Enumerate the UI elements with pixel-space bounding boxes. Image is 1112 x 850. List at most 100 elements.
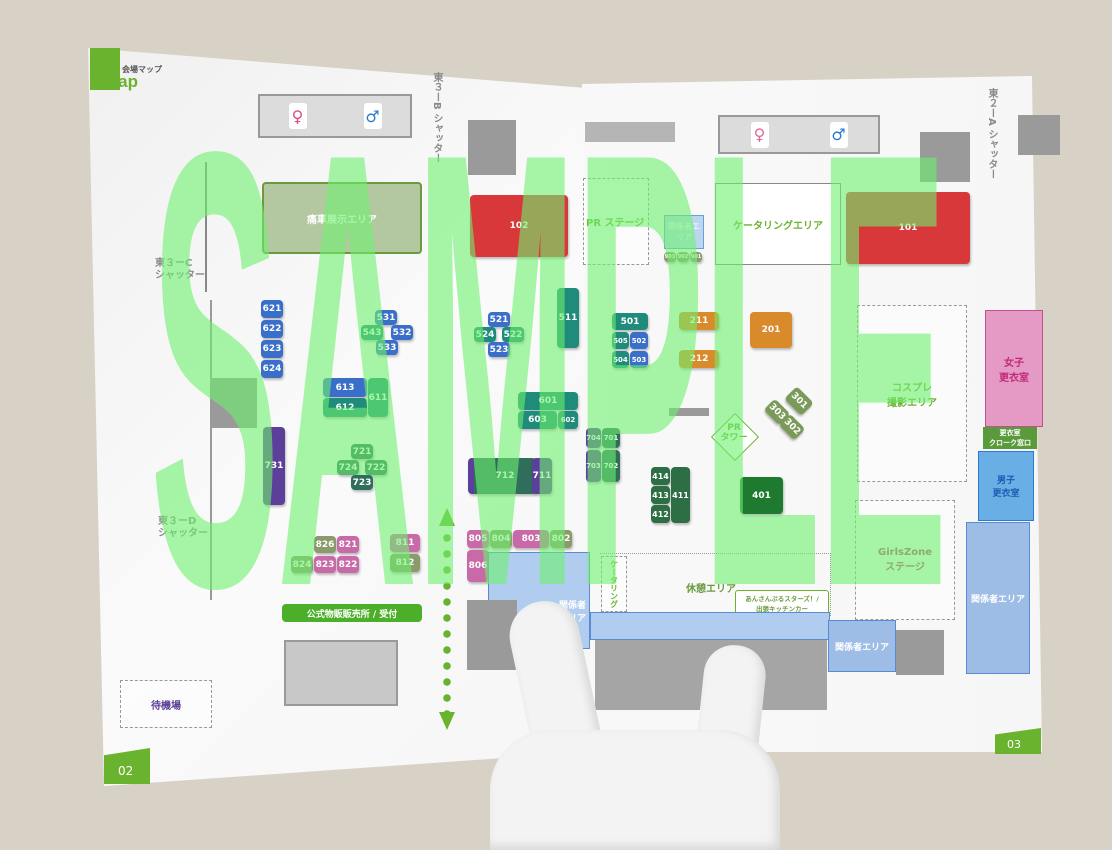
booth-901[interactable]: 901: [690, 252, 702, 262]
girls-locker-label-1: 女子: [1004, 357, 1024, 369]
itasha-area-label: 痛車展示エリア: [307, 214, 377, 226]
pr-stage: PR ステージ: [583, 178, 649, 265]
booth-411[interactable]: 411: [671, 467, 690, 523]
map-title: Map: [104, 72, 138, 91]
booth-822[interactable]: 822: [337, 556, 359, 573]
booth-812[interactable]: 812: [390, 554, 420, 572]
kitchen-car: あんさんぶるスターズ！/出張キッチンカー: [735, 590, 829, 616]
booth-532[interactable]: 532: [391, 325, 413, 340]
booth-711[interactable]: 711: [532, 458, 552, 494]
booth-821[interactable]: 821: [337, 536, 359, 553]
female-restroom-icon: ♀: [288, 103, 307, 129]
booth-212[interactable]: 212: [679, 350, 719, 368]
booth-712[interactable]: 712: [468, 458, 536, 494]
staff-area-bottom-label: 関係者エリア: [834, 642, 889, 653]
booth-612[interactable]: 612: [323, 398, 367, 417]
boys-locker-room: 男子更衣室: [978, 451, 1034, 521]
booth-704[interactable]: 704: [586, 428, 601, 448]
booth-703[interactable]: 703: [586, 450, 601, 482]
cloak-label-2: クローク窓口: [989, 439, 1031, 447]
staff-area-small-label: 関係者エリア: [668, 222, 700, 242]
gray-block-bottom: [284, 640, 398, 706]
booth-903[interactable]: 903: [664, 252, 676, 262]
booth-611[interactable]: 611: [368, 378, 388, 417]
booth-533[interactable]: 533: [376, 340, 398, 355]
restroom-left: ♀♂: [258, 94, 412, 138]
booth-601[interactable]: 601: [518, 392, 578, 410]
booth-721[interactable]: 721: [351, 444, 373, 459]
pr-stage-label: PR ステージ: [586, 218, 645, 229]
booth-603[interactable]: 603: [518, 411, 557, 429]
cosplay-area-label-1: コスプレ: [892, 382, 932, 394]
booth-723[interactable]: 723: [351, 475, 373, 490]
kitchen-car-label-1: あんさんぶるスターズ！/: [745, 595, 819, 603]
booth-826[interactable]: 826: [314, 536, 336, 553]
booth-505[interactable]: 505: [612, 332, 629, 349]
female-restroom-icon: ♀: [750, 121, 769, 148]
booth-623[interactable]: 623: [261, 340, 283, 358]
gray-block: [896, 630, 944, 675]
pr-tower-label-2: タワー: [720, 432, 748, 443]
merch-counter: 公式物販販売所 / 受付: [282, 604, 422, 622]
rest-area-label: 休憩エリア: [686, 584, 736, 595]
rest-area: [600, 553, 831, 616]
booth-102[interactable]: 102: [470, 195, 568, 257]
booth-101[interactable]: 101: [846, 192, 970, 264]
booth-804[interactable]: 804: [490, 530, 512, 548]
booth-803[interactable]: 803: [513, 530, 549, 548]
booth-621[interactable]: 621: [261, 300, 283, 318]
booth-521[interactable]: 521: [488, 312, 510, 327]
booth-622[interactable]: 622: [261, 320, 283, 338]
booth-523[interactable]: 523: [488, 342, 510, 357]
booth-902[interactable]: 902: [677, 252, 689, 262]
booth-531[interactable]: 531: [375, 310, 397, 325]
shutter-e3b: 東３ーB シャッター: [431, 72, 442, 164]
booth-511[interactable]: 511: [557, 288, 579, 348]
booth-824[interactable]: 824: [291, 556, 313, 573]
booth-802[interactable]: 802: [550, 530, 572, 548]
booth-401[interactable]: 401: [740, 477, 783, 514]
wall: [205, 162, 207, 292]
booth-613[interactable]: 613: [323, 378, 367, 397]
catering-area-label: ケータリングエリア: [733, 220, 823, 232]
gray-block: [212, 378, 257, 428]
booth-414[interactable]: 414: [651, 467, 670, 485]
booth-722[interactable]: 722: [365, 460, 387, 475]
cosplay-area-label-2: 撮影エリア: [887, 397, 937, 409]
booth-731[interactable]: 731: [263, 427, 285, 505]
booth-211[interactable]: 211: [679, 312, 719, 330]
booth-811[interactable]: 811: [390, 534, 420, 552]
shutter-e2a: 東２ーA シャッター: [986, 88, 997, 180]
shutter-e3d-line1: 東３ーD: [158, 516, 197, 527]
booth-806[interactable]: 806: [467, 550, 489, 582]
merch-counter-label: 公式物販販売所 / 受付: [306, 609, 398, 620]
booth-602[interactable]: 602: [558, 411, 578, 429]
booth-805[interactable]: 805: [467, 530, 489, 548]
wall-strip: [585, 122, 675, 142]
catering-booth-label: ケータリング: [609, 560, 619, 608]
booth-543[interactable]: 543: [361, 325, 383, 340]
booth-501[interactable]: 501: [612, 313, 648, 330]
booth-412[interactable]: 412: [651, 505, 670, 523]
cosplay-area: コスプレ撮影エリア: [857, 305, 967, 482]
pr-tower-label-1: PR: [727, 423, 741, 433]
booth-201[interactable]: 201: [750, 312, 792, 348]
booth-502[interactable]: 502: [630, 332, 648, 349]
booth-522[interactable]: 522: [502, 327, 524, 342]
booth-413[interactable]: 413: [651, 486, 670, 504]
catering-booth: ケータリング: [601, 556, 627, 612]
restroom-right: ♀♂: [718, 115, 880, 154]
booth-823[interactable]: 823: [314, 556, 336, 573]
male-restroom-icon: ♂: [363, 103, 382, 129]
booth-702[interactable]: 702: [602, 450, 620, 482]
booth-624[interactable]: 624: [261, 360, 283, 378]
booth-504[interactable]: 504: [612, 351, 629, 368]
shutter-e3c-line2: シャッター: [155, 270, 205, 281]
booth-503[interactable]: 503: [630, 351, 648, 368]
booth-724[interactable]: 724: [337, 460, 359, 475]
booth-701[interactable]: 701: [602, 428, 620, 448]
booth-524[interactable]: 524: [474, 327, 496, 342]
